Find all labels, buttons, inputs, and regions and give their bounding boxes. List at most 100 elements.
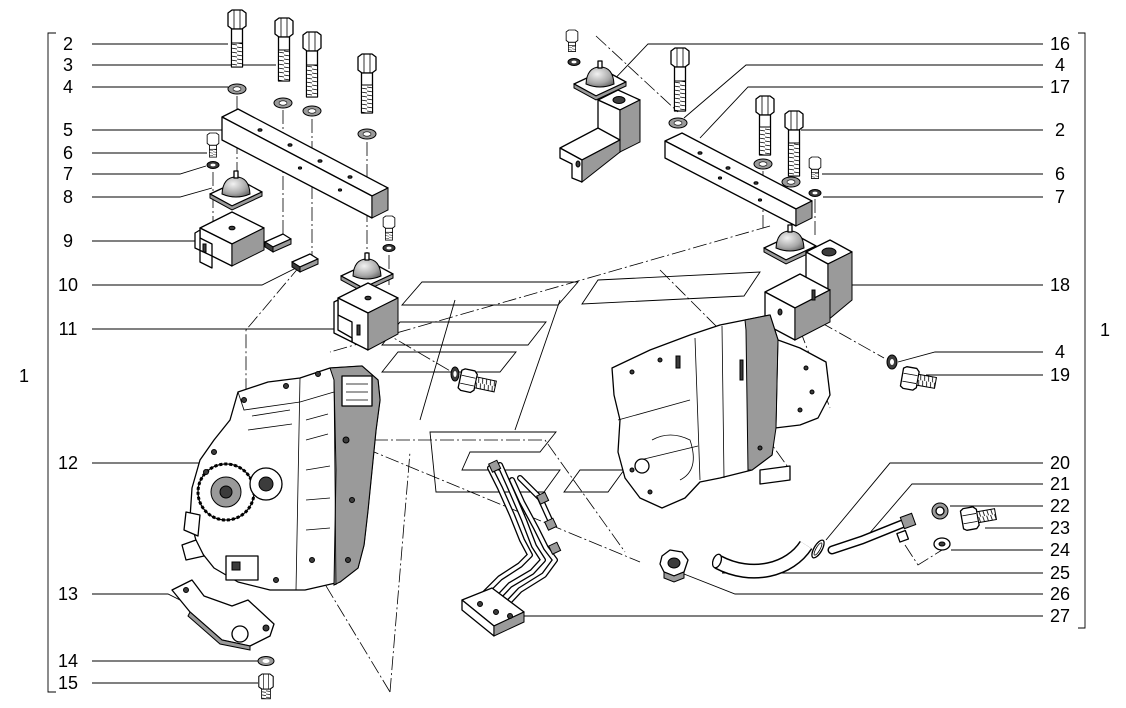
bolt-shape bbox=[962, 513, 978, 525]
steel-pipe-shape bbox=[899, 512, 917, 530]
frame-holes bbox=[629, 357, 815, 495]
bolt-shape bbox=[302, 31, 322, 52]
hydraulic-pipe-assembly-shape bbox=[477, 601, 483, 607]
callout-label: 20 bbox=[1050, 453, 1070, 473]
bolt bbox=[302, 31, 322, 98]
small-bolt-shape bbox=[258, 673, 274, 690]
leader-lines-right-shape bbox=[683, 64, 1043, 119]
nut-shape bbox=[667, 557, 681, 569]
transmission-housing-shape bbox=[329, 365, 381, 586]
lock-washer bbox=[808, 189, 822, 197]
bolt bbox=[784, 110, 804, 177]
crossbeam-left-shape bbox=[371, 187, 389, 219]
bolt-shape bbox=[959, 506, 980, 531]
callout-label: 24 bbox=[1050, 540, 1070, 560]
callout-label: 2 bbox=[63, 34, 73, 54]
hose-shape bbox=[715, 541, 812, 578]
callout-label: 26 bbox=[1050, 584, 1070, 604]
rubber-mount-shape bbox=[573, 81, 627, 101]
bolt-shape bbox=[788, 142, 800, 177]
lock-washer-shape bbox=[386, 246, 392, 250]
bolt bbox=[755, 95, 775, 156]
bolt-shape bbox=[755, 95, 775, 116]
transmission-housing-shape bbox=[219, 485, 233, 499]
rubber-mount bbox=[209, 170, 263, 211]
pipe-fitting bbox=[548, 541, 562, 555]
cover-plate-shape bbox=[262, 624, 270, 632]
lock-washer bbox=[567, 58, 581, 66]
chassis-frame-shape bbox=[651, 434, 694, 481]
bolt-shape bbox=[676, 48, 684, 67]
bolt-shape bbox=[361, 84, 373, 114]
small-bolt-shape bbox=[263, 674, 269, 689]
mount-bracket-shape bbox=[194, 229, 213, 269]
frame-holes-shape bbox=[634, 458, 650, 474]
beam-holes-shape bbox=[347, 175, 353, 179]
leader-lines-left-shape bbox=[92, 187, 213, 198]
group-bracket-right bbox=[1078, 32, 1086, 629]
chassis-frame-shape bbox=[617, 325, 779, 481]
small-bolt-shape bbox=[261, 688, 271, 700]
mount-bracket-tall-shape bbox=[575, 160, 581, 168]
frame-holes-shape bbox=[757, 445, 763, 451]
callout-label: 4 bbox=[63, 77, 73, 97]
bolt-shape bbox=[902, 372, 918, 384]
small-bolt bbox=[808, 156, 822, 179]
background-logo-outline-shape bbox=[381, 351, 517, 373]
washer bbox=[753, 158, 773, 170]
washer-shape bbox=[232, 86, 242, 92]
beam-holes-shape bbox=[757, 198, 763, 202]
washer-shape bbox=[262, 659, 270, 663]
frame-holes-shape bbox=[629, 369, 635, 375]
frame-holes-shape bbox=[647, 489, 653, 495]
assembly-centerlines-shape bbox=[819, 321, 885, 359]
mount-bracket-tall-shape bbox=[619, 99, 641, 153]
callout-label: 3 bbox=[63, 55, 73, 75]
leader-lines-right-shape bbox=[861, 483, 1043, 543]
frame-holes-shape bbox=[809, 389, 815, 395]
bolt-shape bbox=[274, 17, 294, 38]
leader-lines-right-shape bbox=[683, 573, 1043, 595]
hydraulic-pipe-assembly-shape bbox=[507, 613, 513, 619]
callout-label: 6 bbox=[1055, 164, 1065, 184]
beam-holes-shape bbox=[257, 128, 263, 132]
bolt-shape bbox=[784, 110, 804, 131]
housing-bolt-heads-shape bbox=[309, 557, 315, 563]
beam-holes-shape bbox=[297, 166, 303, 170]
bolt bbox=[899, 366, 938, 391]
assembly-centerlines-shape bbox=[329, 225, 771, 353]
mount-bracket bbox=[194, 211, 265, 269]
crossbeam-left bbox=[221, 108, 389, 219]
rubber-mount-shape bbox=[352, 258, 382, 280]
pipe-fitting-shape bbox=[488, 459, 502, 473]
transmission-housing bbox=[181, 365, 381, 591]
beam-holes-shape bbox=[717, 176, 723, 180]
chassis-frame-shape bbox=[744, 314, 779, 471]
housing-bolt-heads-shape bbox=[241, 397, 247, 403]
callout-label: 4 bbox=[1055, 342, 1065, 362]
washer bbox=[450, 366, 460, 382]
callout-label: 15 bbox=[58, 673, 78, 693]
callout-label: 11 bbox=[59, 319, 78, 339]
callout-label: 22 bbox=[1050, 496, 1070, 516]
bolt bbox=[670, 47, 690, 112]
nut-shape bbox=[663, 571, 685, 583]
callout-label: 5 bbox=[63, 120, 73, 140]
bolt-shape bbox=[227, 9, 247, 30]
cover-plate bbox=[171, 579, 275, 651]
housing-bolt-heads bbox=[203, 371, 355, 583]
hydraulic-pipe-assembly-shape bbox=[493, 611, 525, 637]
banjo-nut bbox=[931, 502, 949, 520]
spacer-pad bbox=[291, 253, 319, 273]
hose-clamp-shape bbox=[813, 542, 823, 556]
callout-label: 18 bbox=[1050, 275, 1070, 295]
hydraulic-pipe-assembly-shape bbox=[503, 478, 557, 608]
beam-holes-shape bbox=[725, 166, 731, 170]
washer-shape bbox=[453, 371, 457, 377]
chassis-frame-shape bbox=[675, 355, 681, 369]
beam-holes-shape bbox=[753, 181, 759, 185]
callout-label: 25 bbox=[1050, 563, 1070, 583]
beam-holes bbox=[257, 128, 353, 192]
small-bolt-shape bbox=[206, 132, 220, 146]
leader-lines-left-shape bbox=[92, 265, 301, 286]
